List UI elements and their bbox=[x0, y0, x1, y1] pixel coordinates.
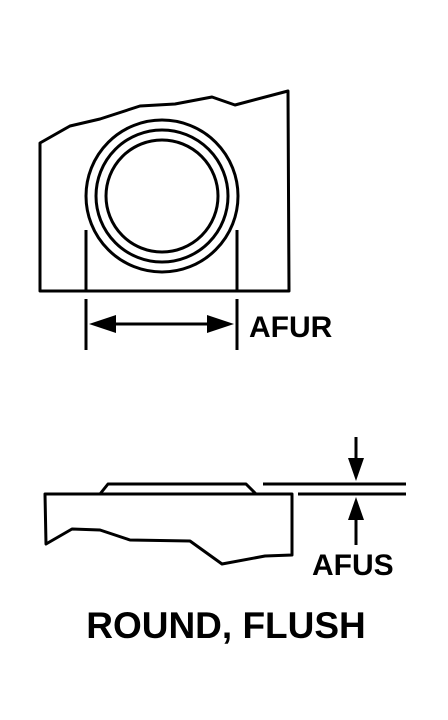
afus-arrowhead-up bbox=[348, 497, 364, 520]
afur-label: AFUR bbox=[249, 311, 333, 344]
afur-arrowhead-right bbox=[207, 315, 234, 333]
afus-dimension bbox=[263, 437, 406, 545]
afus-label: AFUS bbox=[312, 549, 394, 582]
side-view-body-outline bbox=[43, 492, 294, 566]
side-view bbox=[43, 482, 294, 566]
top-view bbox=[38, 89, 291, 293]
afus-arrowhead-down bbox=[348, 458, 364, 481]
afur-arrowhead-left bbox=[89, 315, 116, 333]
insert-inner-ring bbox=[104, 138, 220, 254]
figure-caption: ROUND, FLUSH bbox=[86, 605, 366, 646]
top-view-plate-outline bbox=[38, 89, 291, 293]
insert-outer-ring bbox=[84, 118, 240, 274]
afur-dimension bbox=[84, 299, 239, 350]
side-view-insert-profile bbox=[98, 482, 258, 496]
insert-middle-ring bbox=[94, 128, 230, 264]
